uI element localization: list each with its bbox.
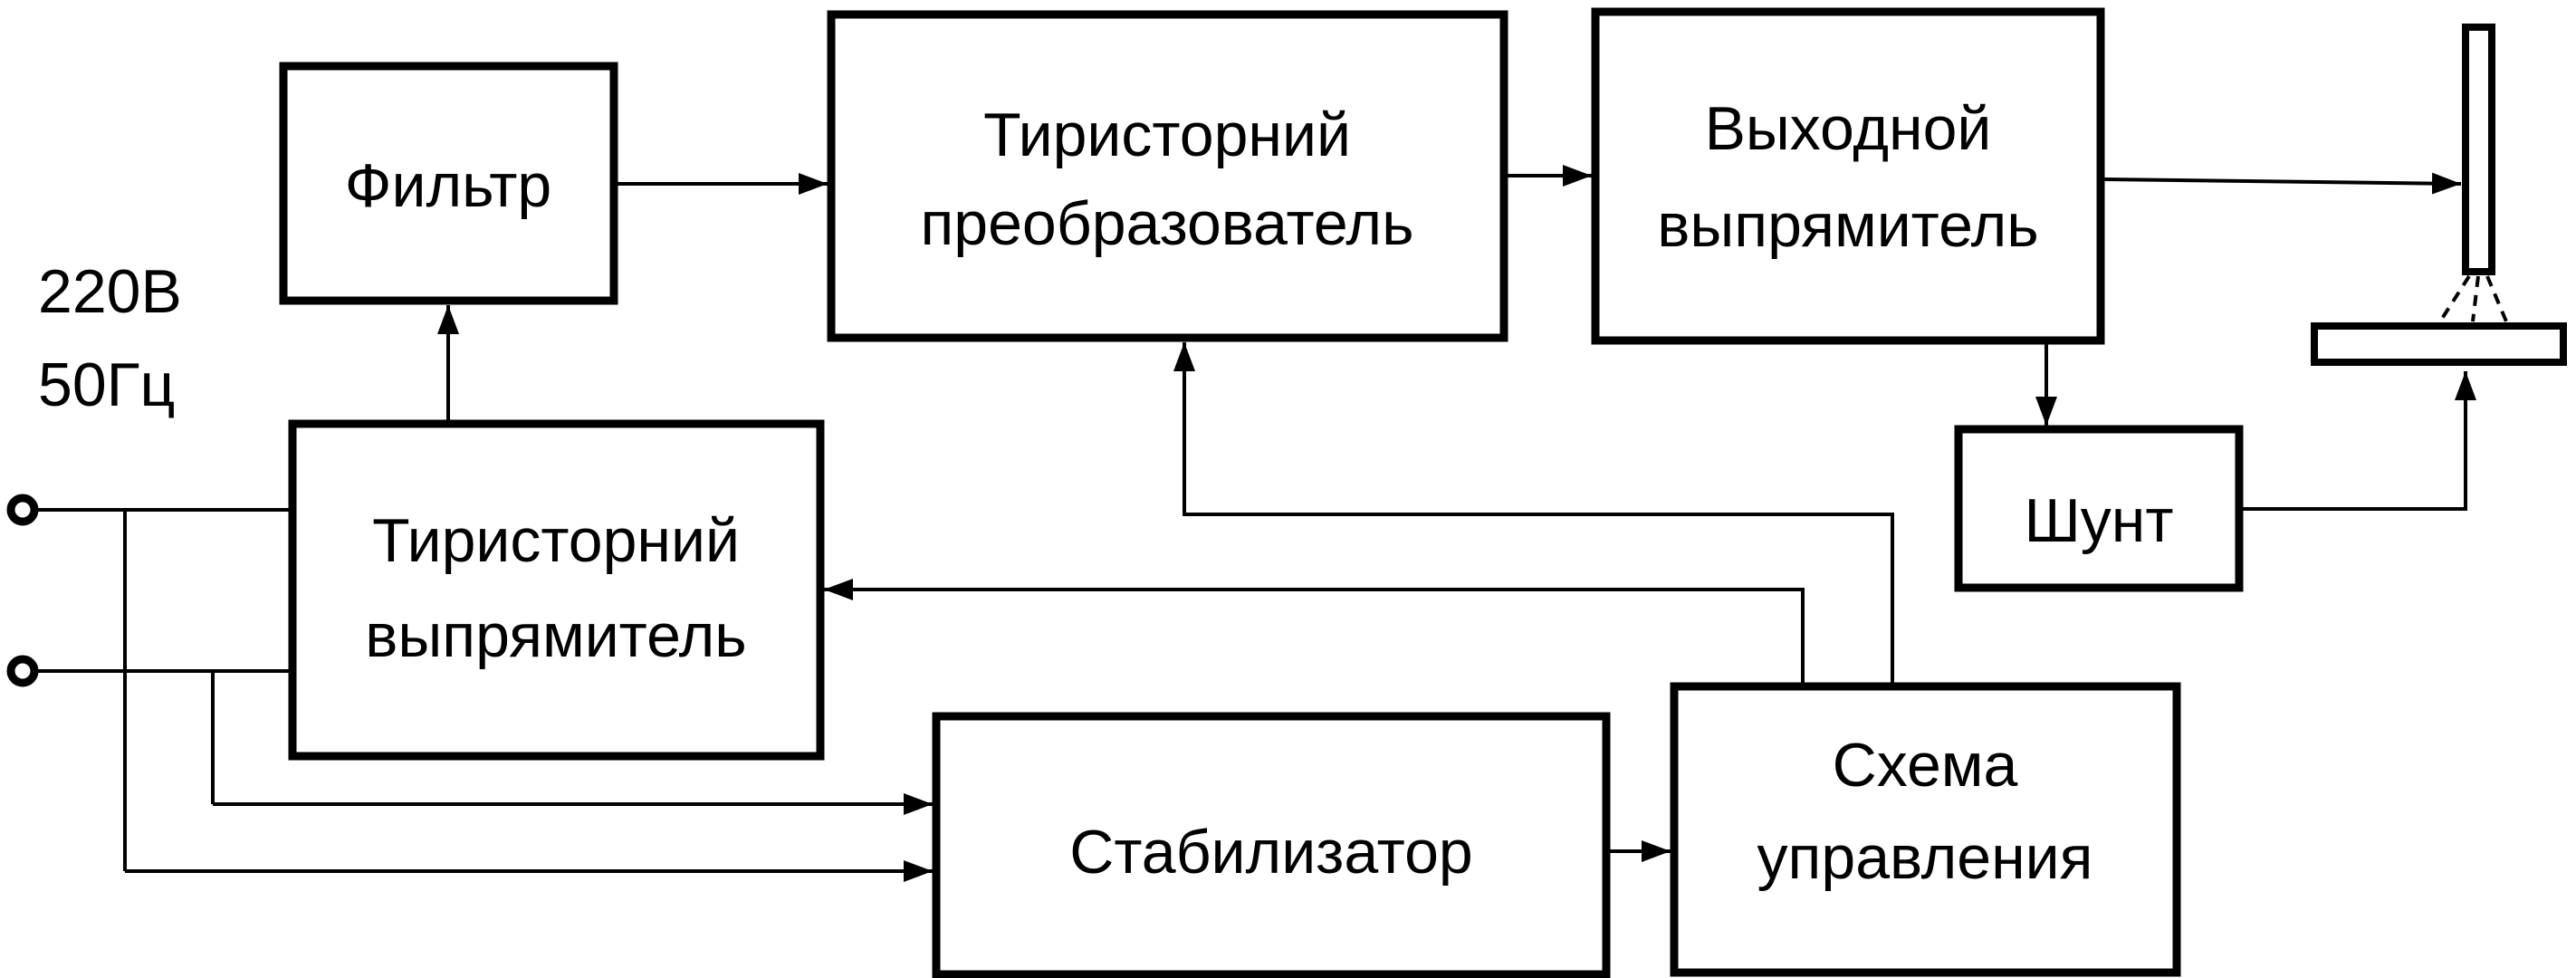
- stabilizer-block: Стабилизатор: [932, 712, 1611, 978]
- supply-frequency-label: 50Гц: [38, 350, 175, 419]
- thyristor-rectifier-label-line2: выпрямитель: [365, 601, 746, 670]
- thyristor-converter-label-line1: Тиристорний: [983, 101, 1351, 169]
- connection-lines: [437, 165, 2476, 862]
- thyristor-converter-block: Тиристорний преобразователь: [827, 10, 1508, 342]
- control-circuit-label-line2: управления: [1757, 823, 2093, 892]
- control-circuit-block: Схема управления: [1670, 682, 2181, 977]
- welding-torch-icon: [2438, 24, 2508, 323]
- stabilizer-label: Стабилизатор: [1069, 818, 1472, 887]
- input-terminal-bottom: [6, 655, 39, 687]
- thyristor-rectifier-label-line1: Тиристорний: [372, 506, 740, 575]
- filter-block: Фильтр: [279, 62, 618, 305]
- output-rectifier-label-line2: выпрямитель: [1657, 191, 2038, 260]
- filter-label: Фильтр: [345, 151, 551, 220]
- output-rectifier-block: Выходной выпрямитель: [1591, 7, 2105, 345]
- input-terminal-top: [6, 494, 39, 526]
- thyristor-rectifier-block: Тиристорний выпрямитель: [288, 419, 825, 761]
- control-circuit-label-line1: Схема: [1833, 731, 2018, 800]
- shunt-label: Шунт: [2024, 486, 2173, 555]
- supply-wires: [34, 508, 933, 882]
- shunt-block: Шунт: [1954, 425, 2244, 592]
- output-rectifier-label-line1: Выходной: [1705, 94, 1992, 163]
- thyristor-converter-label-line2: преобразователь: [920, 189, 1413, 258]
- workpiece-icon: [2311, 322, 2567, 366]
- supply-voltage-label: 220В: [38, 257, 182, 326]
